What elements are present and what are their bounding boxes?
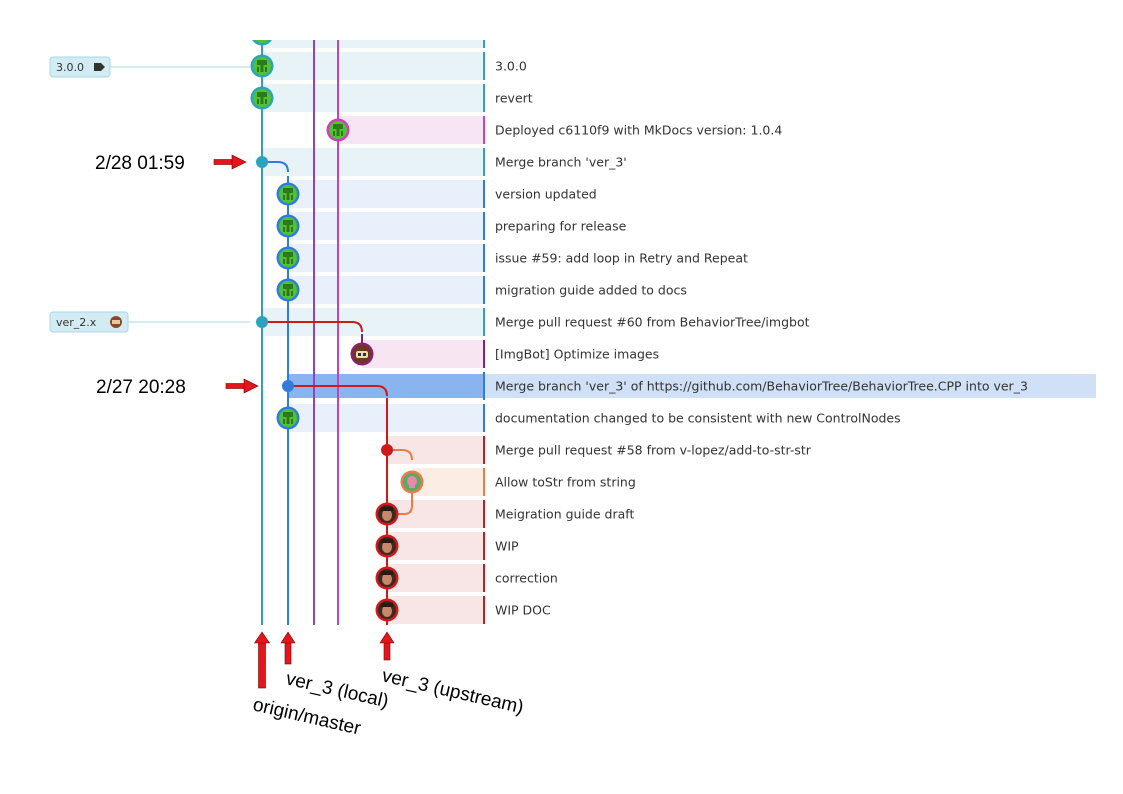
green-avatar-icon[interactable]: [250, 54, 274, 78]
commit-rows: [262, 20, 1096, 624]
selected-commit-row-message[interactable]: [483, 374, 1096, 398]
tag-icon: [94, 63, 105, 71]
commit-message[interactable]: WIP DOC: [495, 603, 551, 618]
row-color-bar: [483, 84, 485, 112]
commit-message[interactable]: Meigration guide draft: [495, 507, 634, 522]
row-color-bar: [483, 596, 485, 624]
row-color-bar: [483, 212, 485, 240]
commit-message[interactable]: 3.0.0: [495, 59, 527, 74]
commit-row[interactable]: [288, 276, 483, 304]
merge-connector-tostr: [387, 449, 413, 461]
commit-row[interactable]: [338, 116, 483, 144]
commit-row[interactable]: [362, 340, 483, 368]
commit-row[interactable]: [288, 244, 483, 272]
green-avatar-icon[interactable]: [276, 406, 300, 430]
branch-ref-ver-2-x[interactable]: ver_2.x: [49, 311, 250, 333]
green-avatar-icon[interactable]: [276, 246, 300, 270]
arrow-icon-time-2: [225, 378, 259, 394]
row-color-bar: [483, 148, 485, 176]
commit-message[interactable]: [ImgBot] Optimize images: [495, 347, 659, 362]
commit-message[interactable]: Allow toStr from string: [495, 475, 636, 490]
commit-row[interactable]: [387, 532, 483, 560]
row-color-bar: [483, 180, 485, 208]
commit-row[interactable]: [262, 84, 483, 112]
commit-message[interactable]: preparing for release: [495, 219, 627, 234]
commit-message[interactable]: revert: [495, 91, 533, 106]
commit-row[interactable]: [387, 564, 483, 592]
merge-connector-ver3: [262, 161, 289, 173]
row-color-bar: [483, 340, 485, 368]
commit-message[interactable]: Merge pull request #60 from BehaviorTree…: [495, 315, 810, 330]
commit-row[interactable]: [288, 180, 483, 208]
green-avatar-icon[interactable]: [250, 86, 274, 110]
green-avatar-icon[interactable]: [276, 278, 300, 302]
commit-nodes: [250, 23, 424, 622]
commit-row[interactable]: [288, 404, 483, 432]
red-avatar-icon[interactable]: [375, 534, 399, 558]
row-color-bar: [483, 276, 485, 304]
commit-message[interactable]: documentation changed to be consistent w…: [495, 411, 901, 426]
commit-message[interactable]: Deployed c6110f9 with MkDocs version: 1.…: [495, 123, 782, 138]
green-avatar-icon[interactable]: [276, 182, 300, 206]
arrow-icon-time-1: [213, 154, 247, 170]
commit-row[interactable]: [412, 468, 483, 496]
tag-ref-label: 3.0.0: [56, 61, 84, 74]
commit-message[interactable]: Merge pull request #58 from v-lopez/add-…: [495, 443, 812, 458]
row-color-bar: [483, 500, 485, 528]
pink-avatar-icon[interactable]: [400, 470, 424, 494]
row-color-bar: [483, 52, 485, 80]
arrow-icon-master: [253, 631, 271, 689]
row-color-bar: [483, 532, 485, 560]
branch-ref-label: ver_2.x: [56, 316, 97, 329]
row-color-bar: [483, 40, 485, 48]
annotation-time-1: 2/28 01:59: [95, 153, 185, 174]
tag-ref-3-0-0[interactable]: 3.0.0: [49, 56, 250, 78]
arrow-icon-local: [280, 631, 296, 665]
row-color-bar: [483, 404, 485, 432]
branch-join-tostr: [387, 482, 413, 515]
merge-commit-dot[interactable]: [256, 156, 268, 168]
green-avatar-icon[interactable]: [276, 214, 300, 238]
commit-message[interactable]: Merge branch 'ver_3': [495, 155, 627, 170]
merge-commit-dot[interactable]: [381, 444, 393, 456]
row-color-bar: [483, 116, 485, 144]
commit-message[interactable]: WIP: [495, 539, 519, 554]
imgbot-avatar-icon[interactable]: [350, 342, 374, 366]
annotation-ver3-upstream: ver_3 (upstream): [380, 665, 526, 718]
commit-row[interactable]: [262, 20, 483, 48]
green-avatar-icon[interactable]: [326, 118, 350, 142]
row-color-bar: [483, 372, 485, 400]
commit-row[interactable]: [262, 52, 483, 80]
commit-row[interactable]: [262, 148, 483, 176]
commit-message[interactable]: migration guide added to docs: [495, 283, 687, 298]
row-color-bar: [483, 468, 485, 496]
green-avatar-icon[interactable]: [251, 23, 274, 46]
arrow-icon-upstream: [379, 631, 395, 661]
imgbot-avatar-icon: [110, 316, 122, 328]
commit-message[interactable]: issue #59: add loop in Retry and Repeat: [495, 251, 748, 266]
commit-message[interactable]: Merge branch 'ver_3' of https://github.c…: [495, 379, 1028, 394]
commit-message[interactable]: correction: [495, 571, 558, 586]
commit-message[interactable]: version updated: [495, 187, 597, 202]
commit-row[interactable]: [288, 212, 483, 240]
red-avatar-icon[interactable]: [375, 502, 399, 526]
row-color-bar: [483, 564, 485, 592]
merge-connector-imgbot: [262, 321, 363, 333]
red-avatar-icon[interactable]: [375, 598, 399, 622]
annotation-time-2: 2/27 20:28: [96, 377, 186, 398]
red-avatar-icon[interactable]: [375, 566, 399, 590]
row-color-bar: [483, 308, 485, 336]
commit-row[interactable]: [387, 596, 483, 624]
row-color-bar: [483, 436, 485, 464]
row-color-bar: [483, 244, 485, 272]
merge-connector-upstream: [288, 385, 388, 397]
merge-commit-dot[interactable]: [282, 380, 294, 392]
merge-commit-dot[interactable]: [256, 316, 268, 328]
